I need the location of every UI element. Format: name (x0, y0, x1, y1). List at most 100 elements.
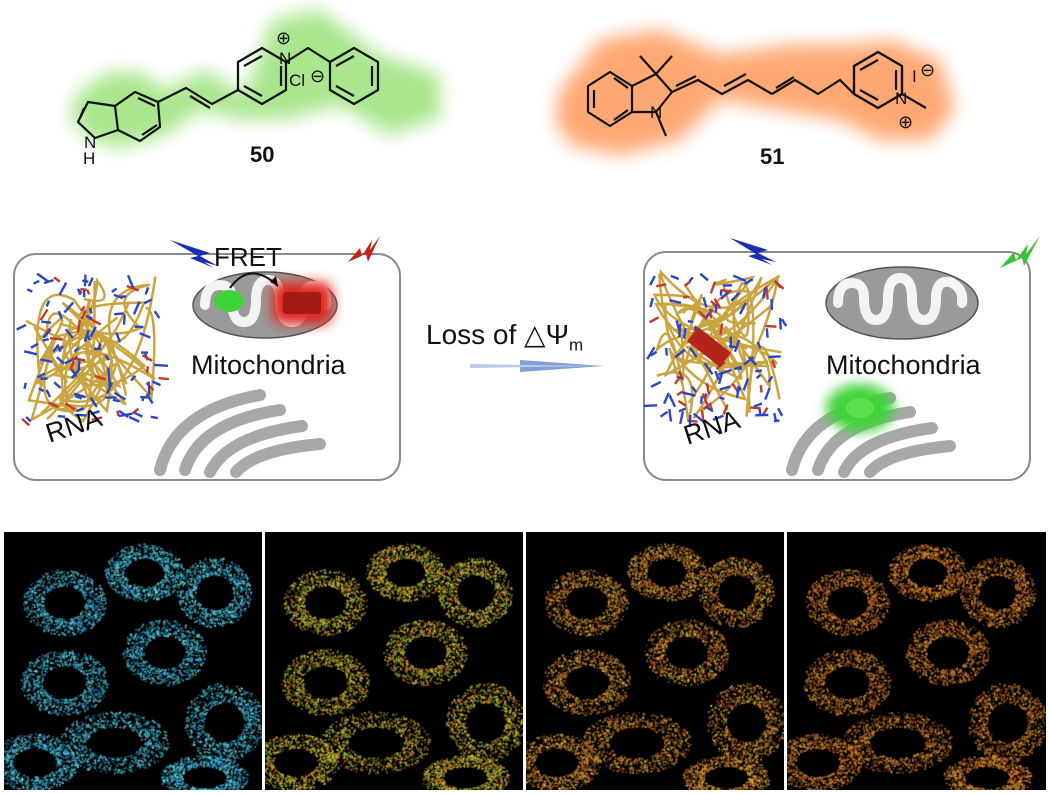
rna-base (86, 289, 91, 295)
svg-text:N: N (650, 103, 662, 122)
rna-base (708, 308, 713, 319)
rna-base (780, 318, 788, 327)
rna-base (57, 310, 63, 320)
rna-base (128, 415, 140, 423)
rna-base (69, 360, 75, 370)
rna-base (767, 375, 774, 383)
rna-base (701, 393, 710, 407)
diagram-canvas: N H N ⊕ Cl ⊖ (13, 10, 1040, 481)
rna-base (773, 280, 782, 289)
rna-base (113, 391, 127, 401)
rna-base (76, 288, 83, 295)
rna-base (132, 301, 141, 315)
compound-50-label: 50 (250, 142, 275, 167)
rna-base (732, 274, 747, 283)
svg-text:⊕: ⊕ (898, 112, 913, 132)
rna-base (75, 413, 87, 417)
rna-base (153, 310, 161, 319)
rna-base (38, 387, 45, 393)
rna-base (738, 302, 747, 315)
rna-base (728, 344, 738, 349)
rna-base (73, 392, 86, 399)
rna-base (758, 408, 762, 415)
rna-base (759, 385, 763, 393)
microscopy-panel-3 (526, 532, 784, 790)
rna-base (682, 328, 687, 339)
rna-base (106, 382, 113, 395)
rna-base (692, 412, 706, 424)
rna-base (73, 346, 80, 353)
rna-base (709, 281, 717, 294)
rna-base (147, 381, 151, 395)
compound-50-skeleton (76, 46, 380, 143)
rna-base (21, 417, 31, 427)
rna-base (717, 371, 724, 385)
rna-base (154, 363, 169, 367)
rna-backbone (33, 277, 106, 384)
rna-base (80, 287, 87, 292)
rna-base (118, 409, 129, 419)
rna-base (733, 339, 741, 353)
rna-base (76, 406, 85, 413)
green-probe-left (214, 290, 244, 312)
rna-base (708, 403, 714, 411)
rna-base (91, 416, 103, 422)
rna-base (670, 274, 680, 281)
rna-base (16, 323, 27, 331)
rna-base (42, 337, 49, 342)
rna-base (53, 276, 61, 283)
rna-base (49, 337, 63, 341)
svg-text:⊖: ⊖ (920, 60, 935, 80)
rna-base (683, 295, 690, 299)
er-stack-left (154, 389, 326, 478)
microscopy-panel-1 (4, 532, 262, 790)
rna-base (677, 399, 687, 407)
compound-51-pyridinium (771, 50, 927, 110)
rna-base (699, 396, 704, 404)
transition-label-text: Loss of △Ψ (426, 319, 569, 350)
rna-base (143, 298, 153, 305)
rna-backbone (59, 283, 150, 385)
rna-base (74, 394, 83, 400)
rna-base (144, 286, 150, 295)
rna-base (122, 314, 126, 325)
rna-base (764, 387, 771, 401)
rna-base (145, 393, 154, 404)
rna-base (678, 407, 687, 413)
rna-base (94, 374, 106, 381)
rna-base (703, 362, 714, 376)
rna-base (687, 319, 694, 324)
rna-base (689, 347, 698, 358)
rna-base (722, 404, 729, 415)
mitochondria-label-left: Mitochondria (191, 350, 346, 380)
compound-51-atoms: N N ⊕ I ⊖ (650, 60, 935, 132)
rna-base (714, 370, 720, 381)
rna-base (115, 332, 122, 343)
rna-base (753, 402, 763, 408)
rna-base (42, 328, 52, 339)
rna-backbone (659, 269, 750, 411)
rna-base (702, 296, 708, 308)
rna-base (659, 410, 669, 418)
rna-base (643, 404, 658, 408)
svg-text:N: N (84, 133, 96, 152)
rna-base (25, 416, 32, 423)
rna-base (771, 359, 777, 369)
microscopy-panel-4 (787, 532, 1046, 790)
lightning-green-right (1000, 236, 1040, 268)
rna-base (649, 297, 655, 308)
rna-base (89, 396, 98, 408)
rna-base (648, 316, 660, 324)
rna-base (699, 272, 709, 282)
rna-base (150, 415, 158, 420)
rna-base (141, 354, 153, 362)
mitochondria-label-right: Mitochondria (826, 350, 981, 380)
rna-base (57, 414, 66, 418)
rna-base (85, 314, 93, 320)
rna-base (656, 283, 667, 288)
rna-base (720, 288, 732, 293)
rna-base (64, 402, 76, 411)
rna-base (669, 299, 682, 305)
rna-base (43, 278, 54, 285)
